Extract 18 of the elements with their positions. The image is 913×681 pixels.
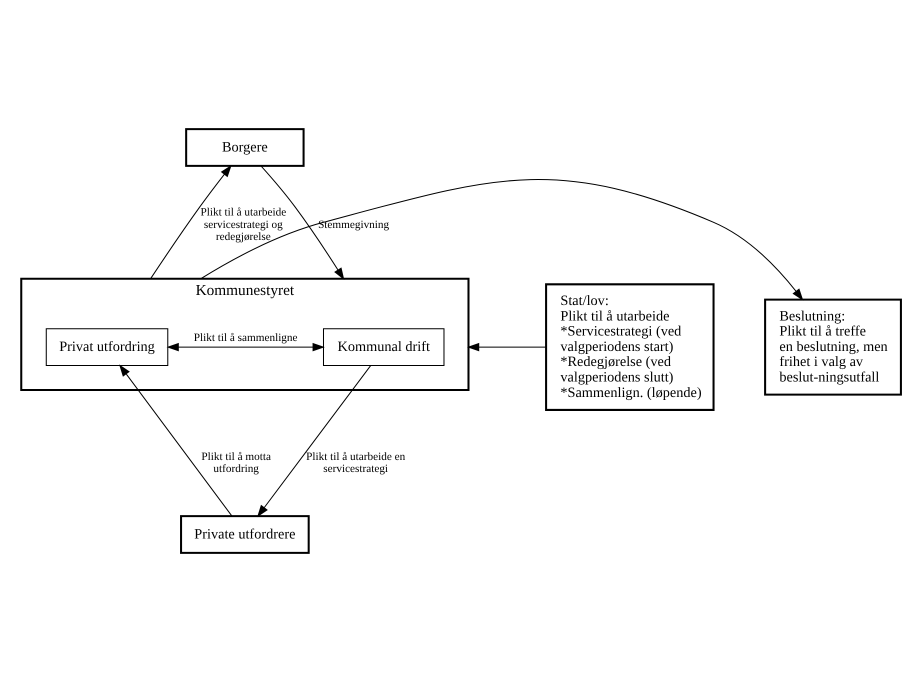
node-box: Kommunal drift: [322, 328, 444, 366]
arrow: [256, 364, 371, 517]
arrow: [466, 342, 546, 351]
node-box: Private utfordrere: [180, 514, 310, 554]
arrow: [150, 164, 232, 278]
arrow: [200, 178, 803, 300]
node-box: Beslutning: Plikt til å treffe en beslutning, men frihet i valg av beslut-ningsutfall: [764, 298, 902, 396]
edge-label: Plikt til å utarbeide servicestrategi og redegjørelse: [200, 206, 286, 243]
edge-label: Stemmegivning: [318, 218, 389, 230]
node-box: Privat utfordring: [45, 328, 168, 366]
node-box: Stat/lov: Plikt til å utarbeide *Servicestrategi (ved valgperiodens start) *Redegjørelse (ved valgperiodens slutt) *Sammenlign. (løpende): [544, 282, 714, 410]
arrow: [118, 364, 232, 516]
edge-label: Plikt til å utarbeide en servicestrategi: [306, 450, 405, 475]
arrow: [166, 342, 324, 351]
edge-label: Plikt til å sammenligne: [193, 331, 298, 344]
edge-label: Plikt til å motta utfordring: [200, 450, 270, 475]
arrow: [260, 165, 344, 280]
node-box: Borgere: [184, 128, 304, 166]
